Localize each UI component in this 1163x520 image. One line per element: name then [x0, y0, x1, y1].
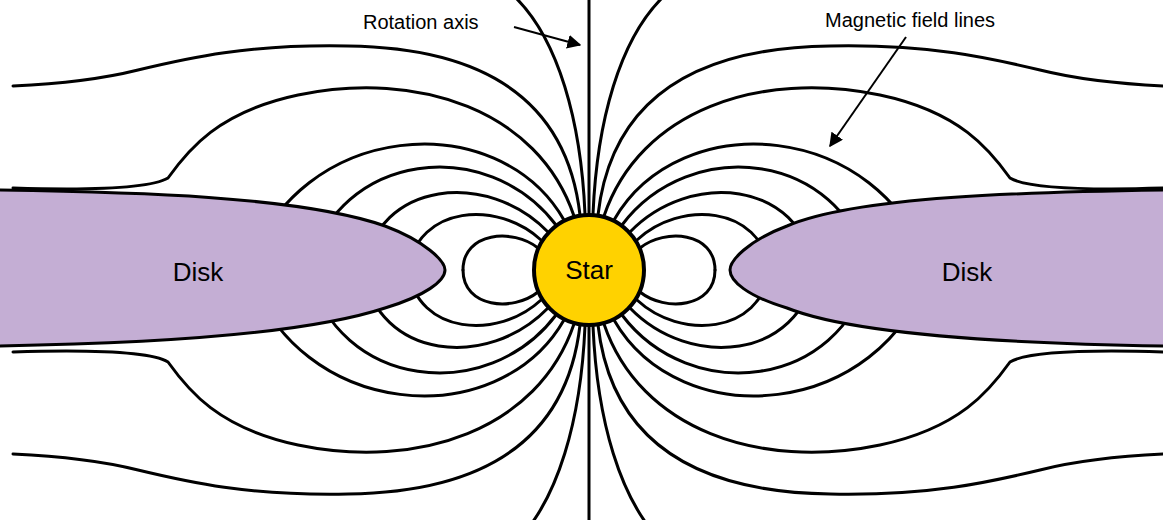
disk-shape: Disk	[727, 186, 1163, 350]
disk-fill	[0, 190, 445, 346]
disk-shape: Disk	[0, 186, 448, 350]
node-label: Disk	[942, 257, 993, 288]
disk-fill	[730, 190, 1163, 346]
star-circle: Star	[531, 212, 647, 328]
leader-arrow	[830, 37, 906, 146]
callout-label: Magnetic field lines	[822, 8, 998, 32]
leader-arrow	[514, 27, 580, 45]
callout-label: Rotation axis	[360, 10, 482, 34]
node-label: Disk	[173, 257, 224, 288]
node-label: Star	[565, 255, 613, 286]
disk-shape-outline	[0, 186, 448, 350]
field-lines	[13, 0, 1163, 520]
star-fill	[534, 215, 644, 325]
